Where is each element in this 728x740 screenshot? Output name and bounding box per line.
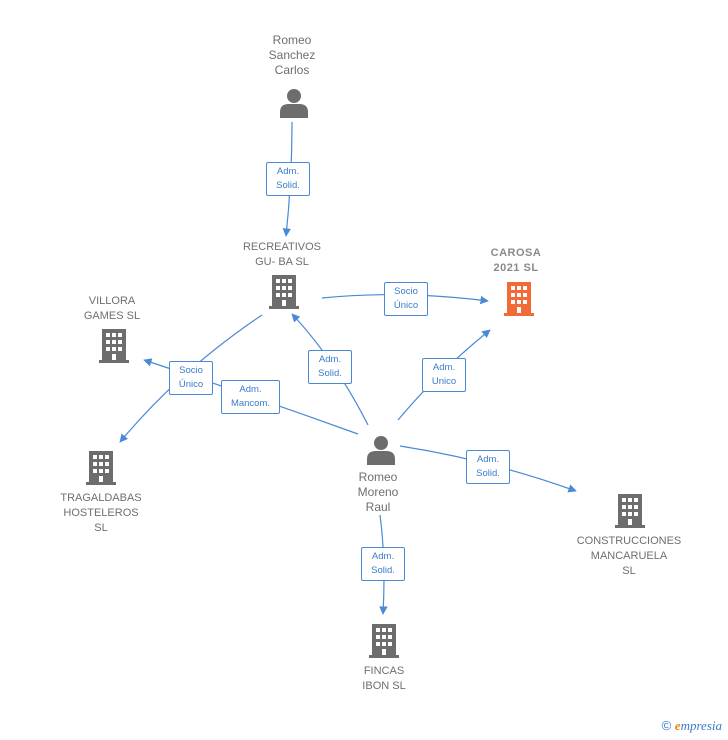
relation-label: Adm. Solid. bbox=[308, 350, 352, 384]
node-label-carosa[interactable]: CAROSA 2021 SL bbox=[490, 247, 542, 274]
building-icon[interactable] bbox=[99, 329, 129, 363]
node-label-fincas[interactable]: FINCAS IBON SL bbox=[362, 665, 406, 692]
node-label-tragaldabas[interactable]: TRAGALDABAS HOSTELEROS SL bbox=[60, 492, 142, 534]
building-icon[interactable] bbox=[269, 275, 299, 309]
relation-label: Adm. Solid. bbox=[361, 547, 405, 581]
node-label-villora[interactable]: VILLORA GAMES SL bbox=[83, 295, 141, 322]
relation-label: Socio Único bbox=[169, 361, 213, 395]
node-label-recreativos[interactable]: RECREATIVOS GU- BA SL bbox=[242, 241, 322, 268]
building-icon[interactable] bbox=[504, 282, 534, 316]
relation-label: Adm. Solid. bbox=[266, 162, 310, 196]
person-icon[interactable] bbox=[280, 89, 308, 118]
node-label-construcciones[interactable]: CONSTRUCCIONES MANCARUELA SL bbox=[576, 535, 682, 577]
copyright-symbol: © bbox=[661, 718, 672, 733]
node-label-romeo-sanchez[interactable]: Romeo Sanchez Carlos bbox=[268, 33, 316, 77]
brand-watermark: © empresia bbox=[662, 718, 722, 734]
brand-logo-e: e bbox=[674, 718, 681, 733]
brand-logo-text: mpresia bbox=[680, 718, 722, 733]
person-icon[interactable] bbox=[367, 436, 395, 465]
node-label-romeo-moreno[interactable]: Romeo Moreno Raul bbox=[357, 470, 399, 514]
building-icon[interactable] bbox=[369, 624, 399, 658]
relation-label: Adm. Mancom. bbox=[221, 380, 280, 414]
relation-label: Adm. Solid. bbox=[466, 450, 510, 484]
relation-label: Adm. Unico bbox=[422, 358, 466, 392]
building-icon[interactable] bbox=[86, 451, 116, 485]
relation-label: Socio Único bbox=[384, 282, 428, 316]
building-icon[interactable] bbox=[615, 494, 645, 528]
